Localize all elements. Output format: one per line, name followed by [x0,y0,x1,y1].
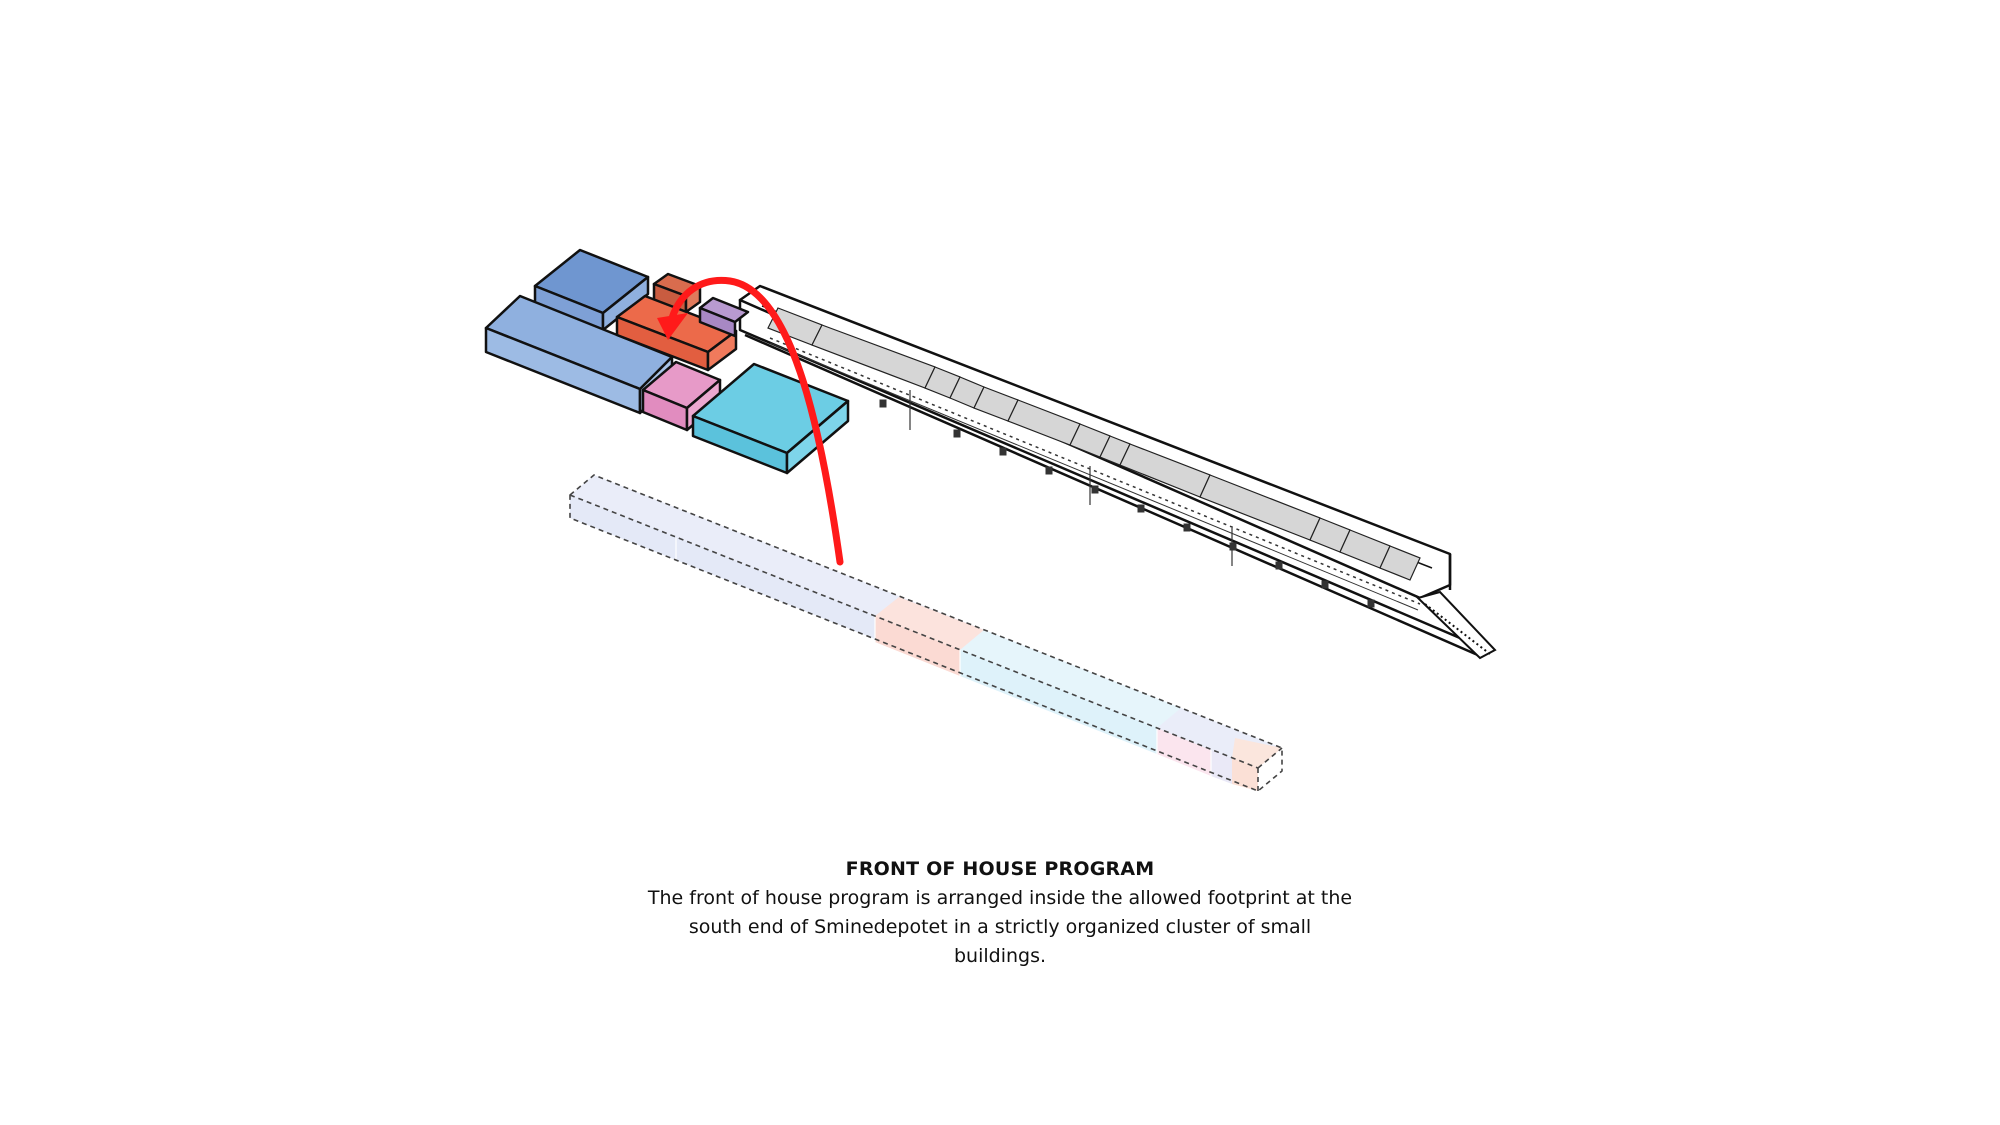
caption: FRONT OF HOUSE PROGRAM The front of hous… [560,858,1440,971]
ramp-stairs-icon [1416,590,1497,660]
footprint-program-bar [569,474,1283,792]
caption-text: The front of house program is arranged i… [647,887,1353,967]
block-blue-tall [533,248,650,332]
curved-arrow-icon [657,276,844,566]
block-cyan [691,362,850,475]
block-purple [698,296,750,338]
caption-title: FRONT OF HOUSE PROGRAM [845,858,1155,880]
facade-details [769,337,1421,611]
roof-panels [767,307,1421,581]
